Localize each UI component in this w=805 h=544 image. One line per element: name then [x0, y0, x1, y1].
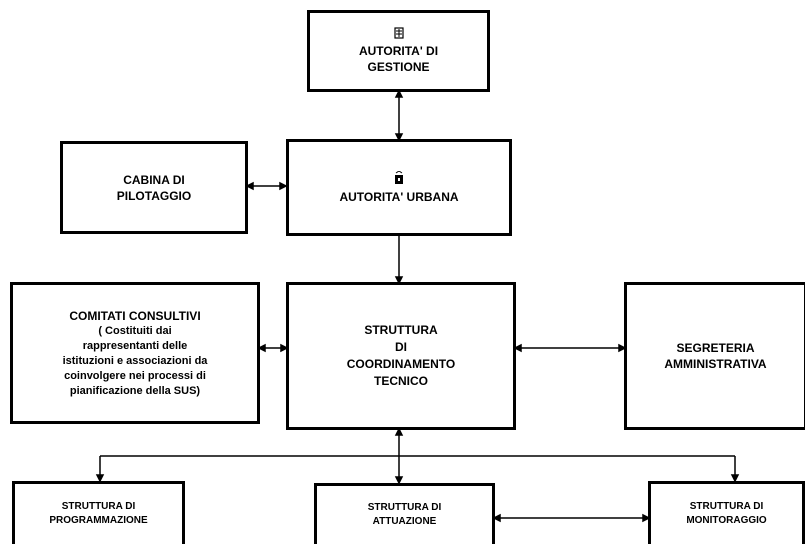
autorita-gestione-box: AUTORITA' DI GESTIONE [307, 10, 490, 92]
arrowhead-left [245, 181, 254, 191]
struttura-coordinamento-label: STRUTTURA DI COORDINAMENTO TECNICO [346, 323, 456, 388]
segreteria-label: SEGRETERIA AMMINISTRATIVA [664, 341, 767, 371]
arrowhead-right [279, 181, 288, 191]
attuazione-label: STRUTTURA DI ATTUAZIONE [367, 502, 442, 527]
cabina-pilotaggio-label: CABINA DI PILOTAGGIO [116, 172, 192, 203]
arrowhead-left [492, 513, 501, 523]
monitoraggio-box: STRUTTURA DI MONITORAGGIO [648, 481, 805, 544]
arrowhead-left [513, 343, 522, 353]
autorita-gestione-label: AUTORITA' DI GESTIONE [358, 44, 439, 74]
cabina-pilotaggio-box: CABINA DI PILOTAGGIO [60, 141, 248, 234]
programmazione-label: STRUTTURA DI PROGRAMMAZIONE [49, 501, 148, 526]
comitati-title: COMITATI CONSULTIVI [69, 308, 201, 323]
autorita-urbana-box: AUTORITA' URBANA [286, 139, 512, 236]
city-emblem-icon [395, 170, 403, 184]
arrowhead-down [394, 476, 404, 485]
segreteria-amministrativa-box: SEGRETERIA AMMINISTRATIVA [624, 282, 805, 430]
regional-emblem-icon [393, 27, 404, 39]
autorita-urbana-label: AUTORITA' URBANA [339, 189, 459, 204]
comitati-consultivi-box: COMITATI CONSULTIVI ( Costituiti dai rap… [10, 282, 260, 424]
monitoraggio-label: STRUTTURA DI MONITORAGGIO [686, 501, 767, 526]
arrowhead-left [257, 343, 266, 353]
arrowhead-down [95, 474, 105, 483]
arrowhead-right [642, 513, 651, 523]
arrowhead-up [394, 89, 404, 98]
arrowhead-right [618, 343, 627, 353]
comitati-detail: ( Costituiti dai rappresentanti delle is… [62, 324, 208, 397]
programmazione-box: STRUTTURA DI PROGRAMMAZIONE [12, 481, 185, 544]
struttura-coordinamento-box: STRUTTURA DI COORDINAMENTO TECNICO [286, 282, 516, 430]
arrowhead-down [394, 276, 404, 285]
attuazione-box: STRUTTURA DI ATTUAZIONE [314, 483, 495, 544]
arrowhead-down [394, 133, 404, 142]
arrowhead-right [280, 343, 289, 353]
arrowhead-down [730, 474, 740, 483]
arrowhead-up [394, 427, 404, 436]
